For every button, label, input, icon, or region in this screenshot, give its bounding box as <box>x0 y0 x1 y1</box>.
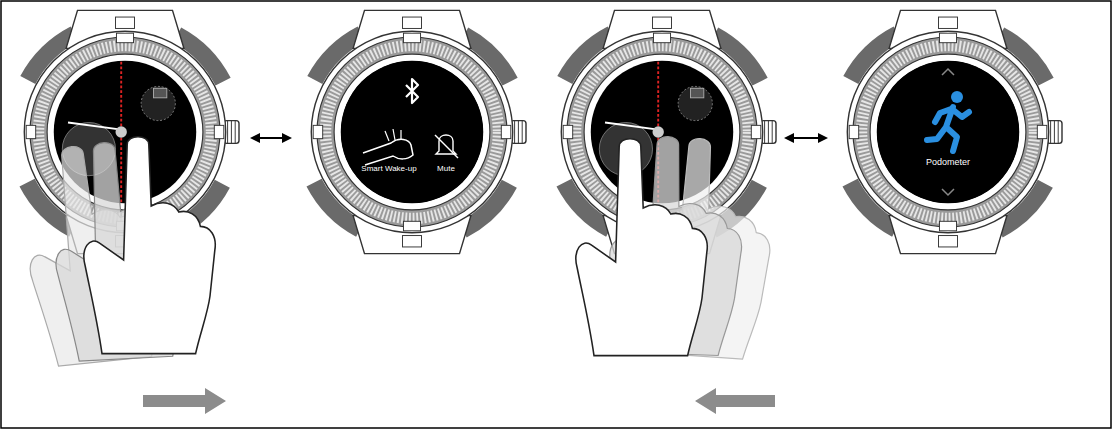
double-arrow <box>250 133 292 143</box>
screen-label: Podometer <box>926 157 970 168</box>
watch-figure <box>799 0 1097 281</box>
swipe-direction-arrow <box>143 388 226 414</box>
screen-label: Smart Wake-up <box>361 164 416 174</box>
double-arrow <box>784 133 828 143</box>
screen-shape <box>877 61 1019 203</box>
watch-screen: Podometer <box>877 61 1019 203</box>
swipe-direction-arrow <box>695 388 775 414</box>
swipe-hand <box>576 135 777 361</box>
watch-screen: Smart Wake-up Mute <box>341 61 483 203</box>
watch-figure <box>263 0 561 281</box>
screen-label: Mute <box>437 164 455 174</box>
screen-shape <box>341 61 483 203</box>
swipe-hand <box>18 137 215 368</box>
